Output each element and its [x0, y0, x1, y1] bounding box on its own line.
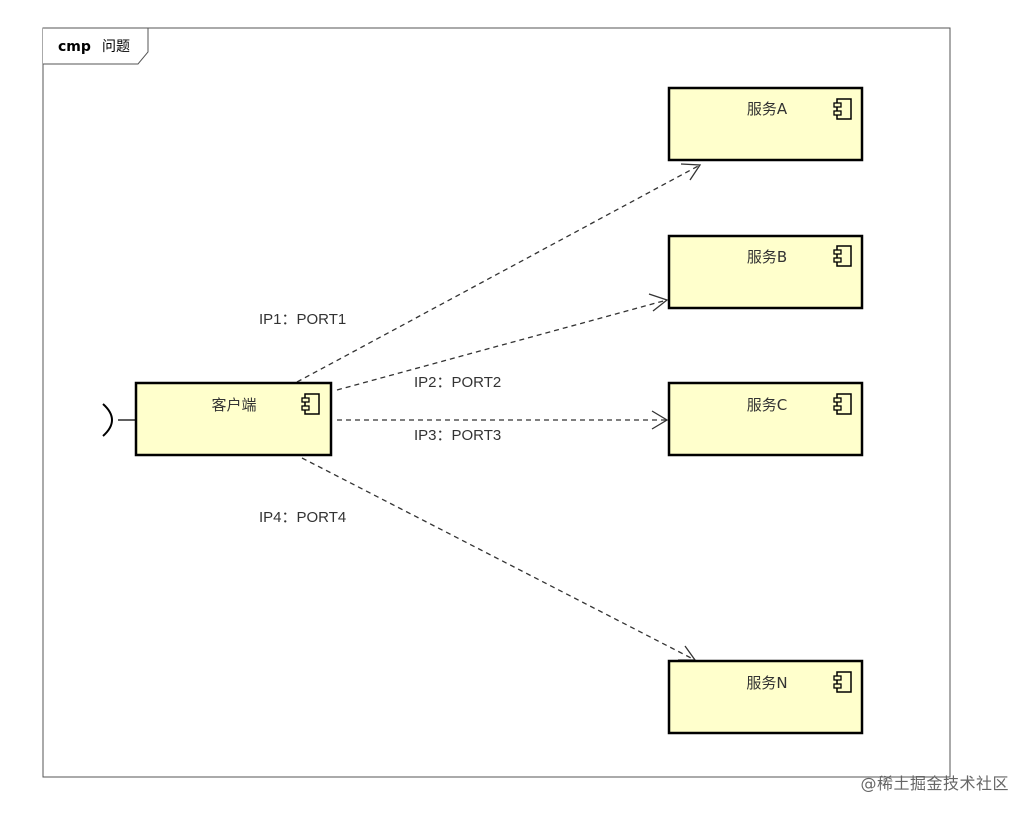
frame-name: 问题 — [102, 39, 130, 55]
component-service-b[interactable]: 服务B — [667, 234, 864, 310]
frame-keyword: cmp — [58, 39, 91, 55]
component-label-service-b: 服务B — [747, 248, 787, 266]
dependency-line-b[interactable] — [336, 299, 668, 391]
arrowhead-b — [648, 293, 669, 312]
component-label-service-n: 服务N — [746, 674, 787, 692]
connection-label-1: IP1：PORT1 — [259, 311, 346, 328]
arrowhead-a — [680, 163, 702, 181]
svg-text:cmp 问题: cmp 问题 — [58, 36, 130, 55]
component-service-a[interactable]: 服务A — [667, 86, 864, 162]
dependency-line-a[interactable] — [296, 164, 701, 383]
component-service-n[interactable]: 服务N — [667, 659, 864, 735]
dependency-line-n[interactable] — [301, 457, 696, 661]
frame-tab — [43, 27, 149, 65]
dependency-lines — [296, 164, 701, 661]
watermark: @稀土掘金技术社区 — [860, 774, 1009, 793]
connection-label-3: IP3：PORT3 — [414, 427, 501, 444]
component-label-service-a: 服务A — [747, 100, 788, 118]
component-service-c[interactable]: 服务C — [667, 381, 864, 457]
component-label-service-c: 服务C — [747, 396, 787, 414]
connection-label-2: IP2：PORT2 — [414, 374, 501, 391]
connection-label-4: IP4：PORT4 — [259, 509, 346, 526]
component-client[interactable]: 客户端 — [134, 381, 333, 457]
component-label-client: 客户端 — [211, 396, 256, 414]
socket-icon — [102, 403, 136, 437]
arrowhead-c — [651, 410, 669, 430]
